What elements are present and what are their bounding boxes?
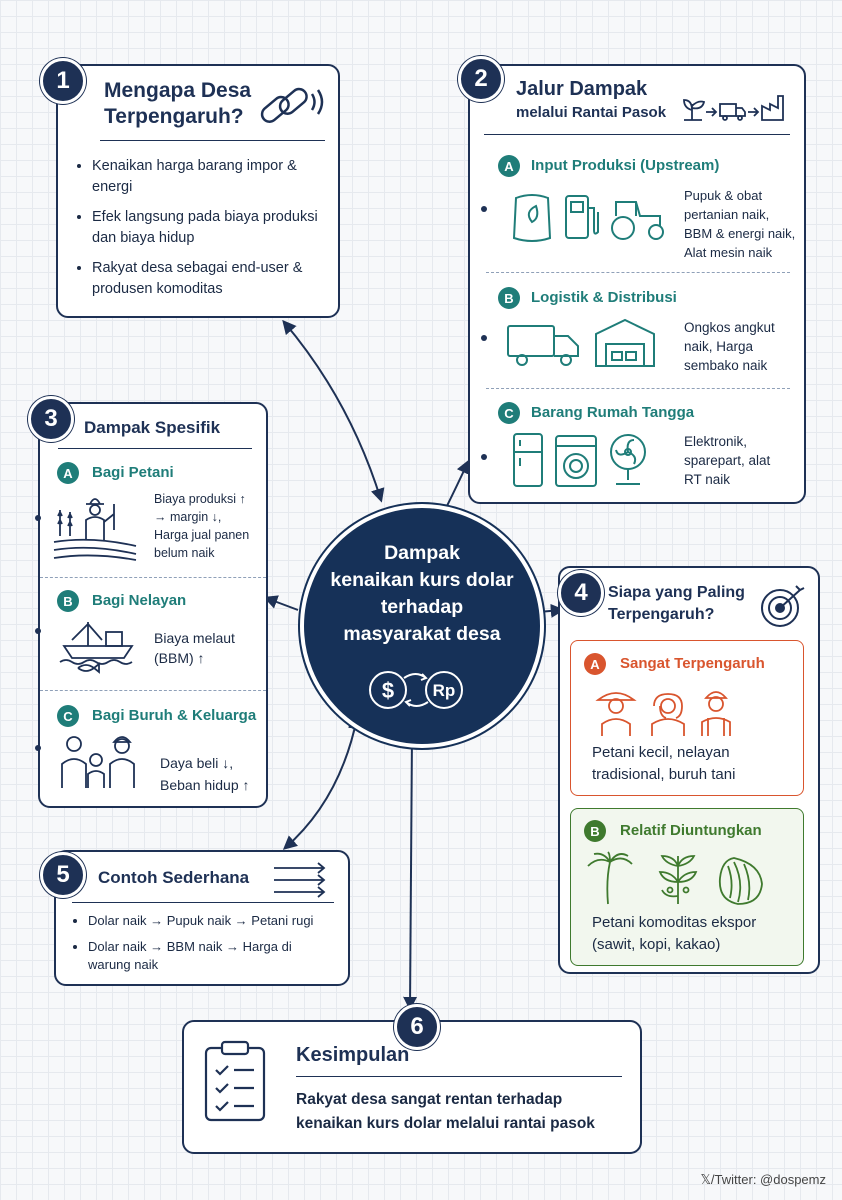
section-3c-badge: C: [57, 705, 79, 727]
section-2a-badge: A: [498, 155, 520, 177]
section-1-title: Mengapa Desa Terpengaruh?: [104, 79, 252, 128]
section-2b-title: Logistik & Distribusi: [531, 289, 677, 306]
arrow-center-to-s5: [282, 715, 362, 850]
section-3c-text: Daya beli ↓, Beban hidup ↑: [160, 755, 250, 793]
warehouse-icon: [595, 318, 655, 367]
section-4b-badge: B: [584, 820, 606, 842]
twitter-credit: 𝕏/Twitter: @dospemz: [700, 1172, 826, 1187]
bullet-item: Kenaikan harga barang impor & energi: [92, 156, 332, 198]
section-3b-badge: B: [57, 590, 79, 612]
section-2c-text: Elektronik, sparepart, alat RT naik: [684, 434, 771, 487]
palm-coffee-cocoa-icon: [587, 851, 763, 905]
section-4-title: Siapa yang Paling Terpengaruh?: [608, 584, 745, 623]
timeline-dot: [481, 335, 487, 341]
section-5-title: Contoh Sederhana: [98, 868, 250, 887]
section-2-number: 2: [458, 56, 504, 102]
section-5-bullets: Dolar naik → Pupuk naik → Petani rugi Do…: [70, 912, 358, 983]
timeline-dot: [481, 206, 487, 212]
arrow-center-to-s3: [263, 595, 299, 611]
fertilizer-bag-icon: [512, 194, 552, 242]
section-4a-card: [570, 640, 804, 796]
section-1-number: 1: [40, 58, 86, 104]
supply-chain-icon: [683, 95, 784, 121]
arrow-center-to-s6: [403, 732, 419, 1011]
family-icon: [61, 736, 135, 788]
section-3-number: 3: [28, 396, 74, 442]
timeline-dot: [35, 628, 41, 634]
dollar-icon: $: [381, 678, 395, 703]
section-2-title: Jalur Dampak melalui Rantai Pasok: [516, 78, 667, 121]
section-5-divider: [72, 902, 334, 903]
section-2c-badge: C: [498, 402, 520, 424]
arrow-center-to-s1: [282, 319, 385, 503]
section-4a-text: Petani kecil, nelayan tradisional, buruh…: [592, 744, 736, 783]
arrows-icon: [274, 862, 326, 898]
center-title: Dampak kenaikan kurs dolar terhadap masy…: [330, 542, 514, 645]
section-3a-title: Bagi Petani: [92, 464, 174, 481]
section-1-divider: [100, 140, 325, 141]
section-2c-title: Barang Rumah Tangga: [531, 404, 695, 421]
bullet-item: Dolar naik → Pupuk naik → Petani rugi: [88, 912, 358, 930]
bullet-item: Rakyat desa sebagai end-user & produsen …: [92, 258, 332, 300]
section-2a-title: Input Produksi (Upstream): [531, 157, 720, 174]
section-1-bullets: Kenaikan harga barang impor & energi Efe…: [74, 156, 332, 309]
timeline-dot: [35, 745, 41, 751]
section-1-card: [56, 64, 340, 318]
section-4b-title: Relatif Diuntungkan: [620, 822, 762, 839]
section-5-number: 5: [40, 852, 86, 898]
section-divider: [486, 272, 790, 273]
section-2b-text: Ongkos angkut naik, Harga sembako naik: [684, 320, 775, 373]
section-3b-title: Bagi Nelayan: [92, 592, 187, 609]
center-topic-circle: Dampak kenaikan kurs dolar terhadap masy…: [300, 504, 544, 748]
section-3a-text: Biaya produksi ↑ → margin ↓, Harga jual …: [154, 492, 250, 560]
bullet-item: Efek langsung pada biaya produksi dan bi…: [92, 207, 332, 249]
fishing-boat-icon: [59, 622, 134, 674]
currency-exchange-icon: [369, 671, 463, 709]
fan-icon: [610, 434, 646, 485]
section-3-title: Dampak Spesifik: [84, 418, 221, 437]
section-6-title: Kesimpulan: [296, 1044, 410, 1066]
section-4a-title: Sangat Terpengaruh: [620, 655, 765, 672]
section-2-card: [468, 64, 806, 504]
section-divider: [486, 388, 790, 389]
chain-link-icon: [260, 87, 324, 123]
section-3-divider: [58, 448, 252, 449]
rupiah-icon: Rp: [432, 681, 456, 700]
timeline-dot: [35, 515, 41, 521]
section-divider: [40, 690, 266, 691]
truck-icon: [507, 325, 579, 366]
washing-machine-icon: [555, 435, 597, 487]
farmer-icon: [53, 498, 137, 561]
section-divider: [40, 577, 266, 578]
tractor-icon: [611, 201, 664, 240]
section-2-divider: [484, 134, 790, 135]
workers-icon: [595, 691, 731, 736]
section-3b-text: Biaya melaut (BBM) ↑: [154, 630, 235, 666]
section-4a-badge: A: [584, 653, 606, 675]
clipboard-checklist-icon: [204, 1040, 266, 1122]
timeline-dot: [481, 454, 487, 460]
x-logo-icon: 𝕏: [700, 1172, 711, 1187]
section-2a-text: Pupuk & obat pertanian naik, BBM & energ…: [684, 188, 796, 260]
section-6-number: 6: [394, 1004, 440, 1050]
target-icon: [761, 585, 805, 627]
fuel-pump-icon: [565, 195, 599, 239]
bullet-item: Dolar naik → BBM naik → Harga di warung …: [88, 938, 358, 974]
section-3c-title: Bagi Buruh & Keluarga: [92, 707, 257, 724]
section-6-text: Rakyat desa sangat rentan terhadap kenai…: [296, 1091, 595, 1132]
section-5-card: [54, 850, 350, 986]
section-4b-text: Petani komoditas ekspor (sawit, kopi, ka…: [592, 914, 757, 953]
fridge-icon: [513, 433, 543, 487]
section-6-divider: [296, 1076, 622, 1077]
section-2b-badge: B: [498, 287, 520, 309]
section-4-number: 4: [558, 570, 604, 616]
section-3a-badge: A: [57, 462, 79, 484]
